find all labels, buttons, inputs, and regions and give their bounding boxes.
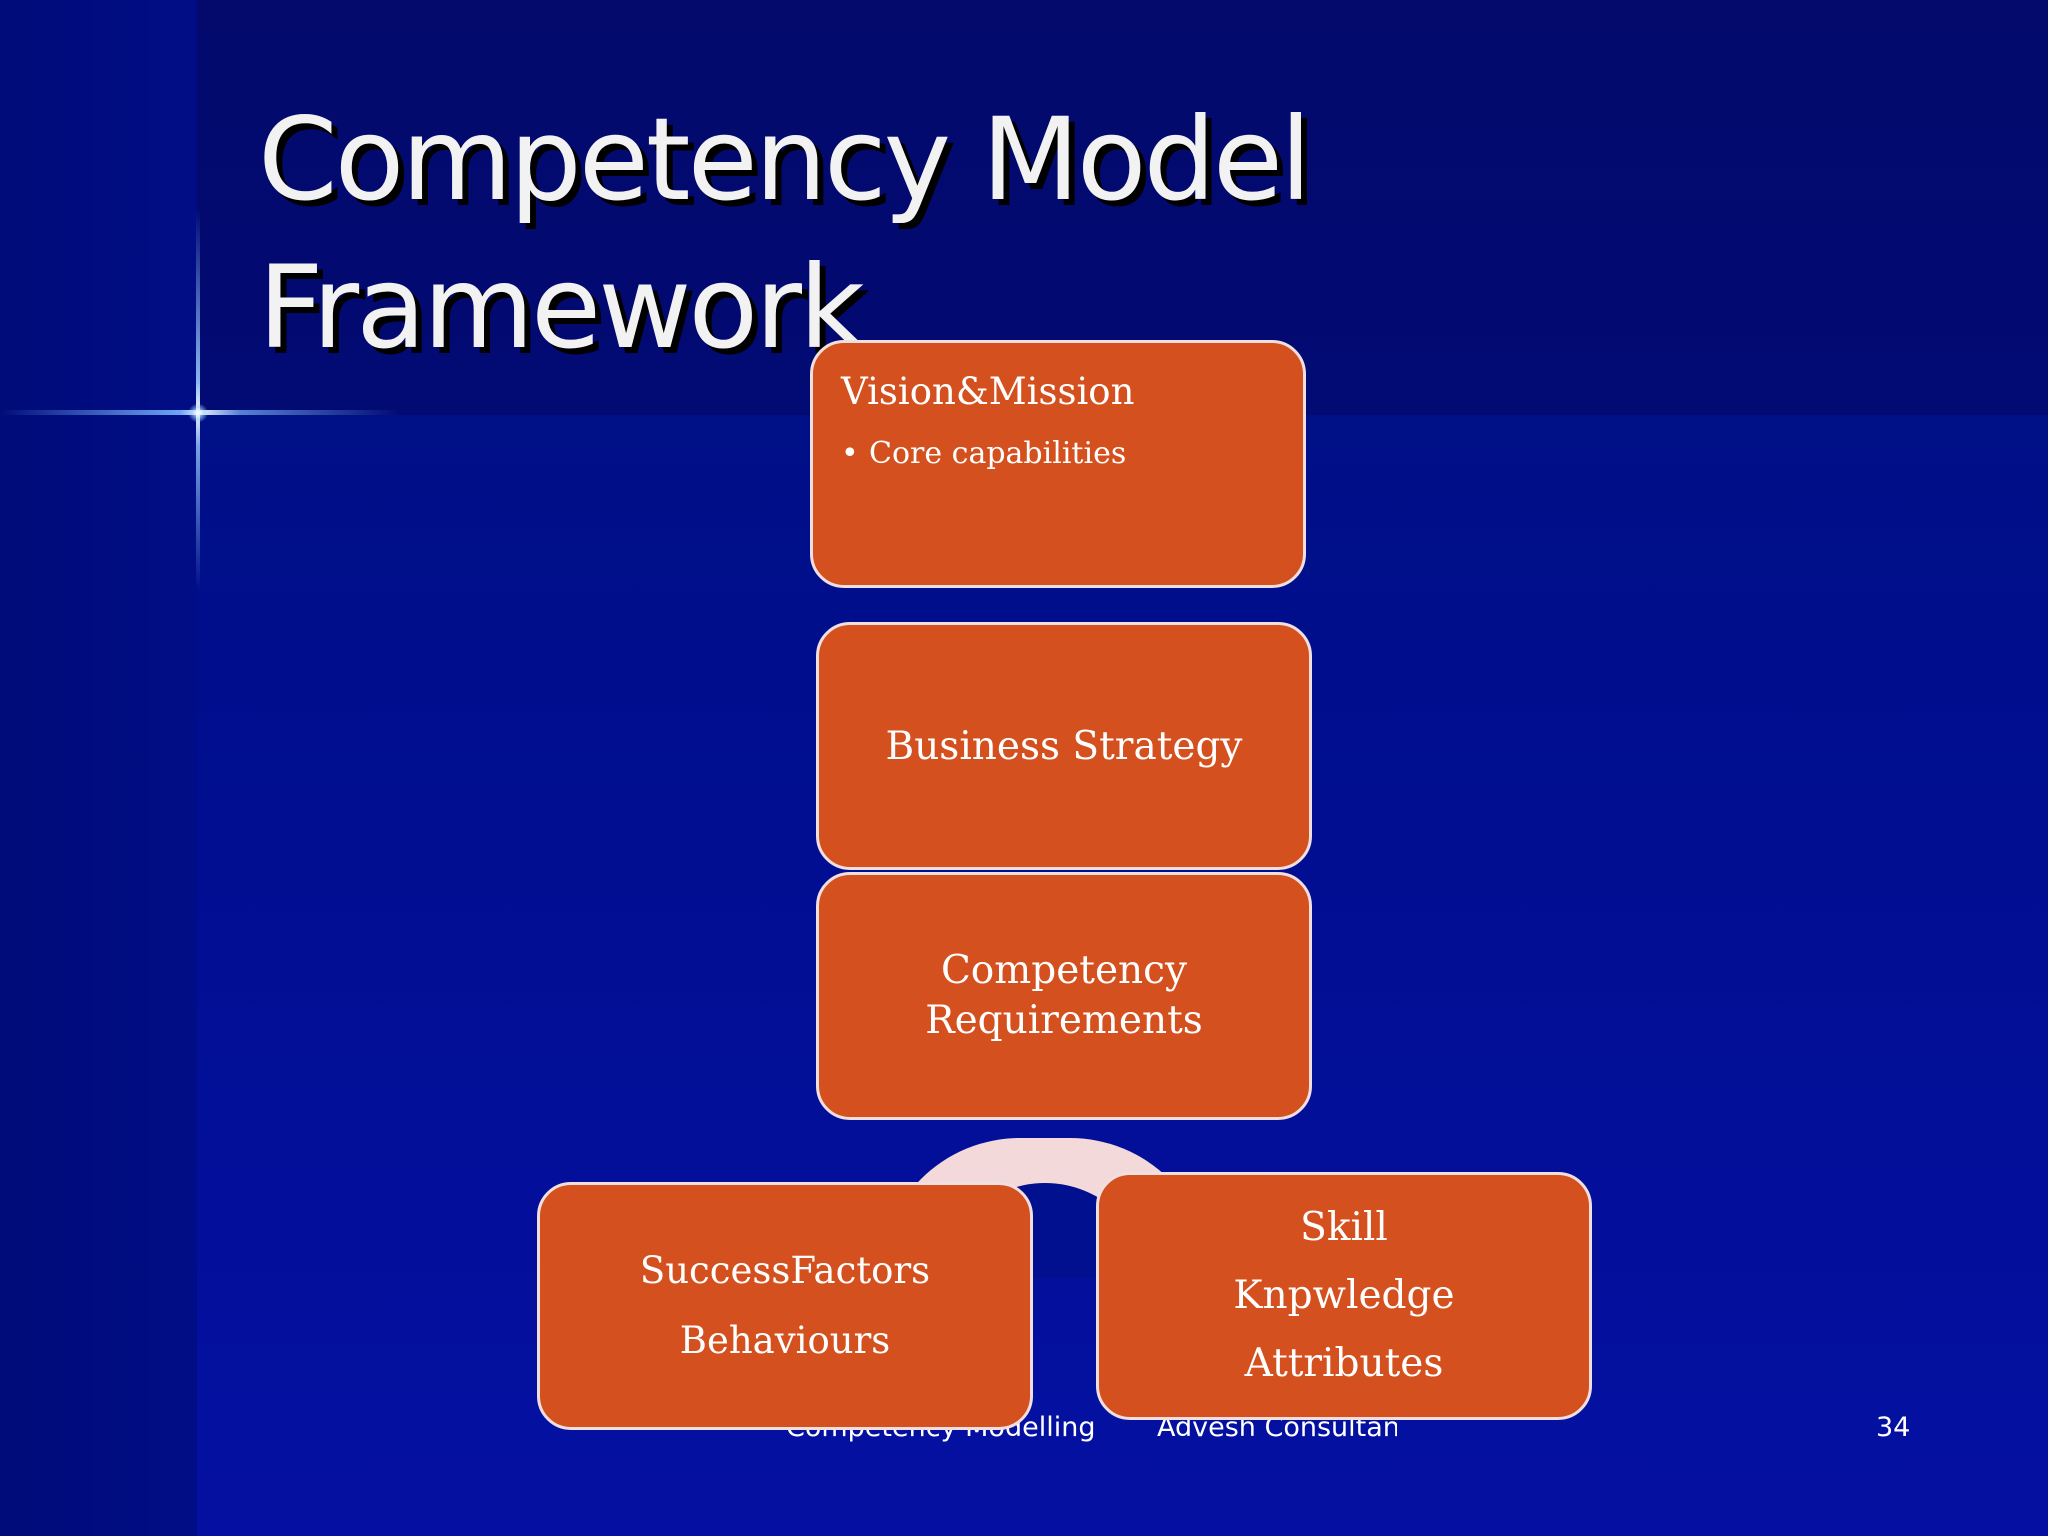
slide-title-line-1: Competency Model (258, 93, 1312, 226)
business-strategy-label: Business Strategy (885, 723, 1243, 769)
skills-line-2: Knpwledge (1233, 1273, 1455, 1318)
business-strategy-box: Business Strategy (816, 622, 1312, 870)
flare-vertical-line (196, 210, 200, 590)
skills-line-1: Skill (1300, 1205, 1388, 1250)
slide-title: Competency Model Framework (258, 86, 1458, 382)
vision-mission-bullet: • Core capabilities (841, 435, 1126, 473)
vision-mission-title: Vision&Mission (841, 370, 1135, 413)
page-number: 34 (1876, 1412, 1911, 1443)
competency-requirements-line-1: Competency (940, 948, 1188, 993)
success-factors-box: SuccessFactors Behaviours (537, 1182, 1033, 1430)
success-factors-line-1: SuccessFactors (639, 1249, 931, 1292)
bullet-icon: • (841, 436, 859, 471)
skills-line-3: Attributes (1244, 1341, 1444, 1386)
skills-box: Skill Knpwledge Attributes (1096, 1172, 1592, 1420)
vision-mission-box: Vision&Mission • Core capabilities (810, 340, 1306, 588)
left-band (0, 0, 197, 1536)
vision-mission-bullet-text: Core capabilities (869, 436, 1127, 471)
flare-star-icon (188, 404, 208, 422)
competency-requirements-line-2: Requirements (925, 998, 1203, 1043)
slide-title-line-2: Framework (258, 241, 865, 374)
competency-requirements-box: Competency Requirements (816, 872, 1312, 1120)
success-factors-line-2: Behaviours (679, 1319, 891, 1362)
